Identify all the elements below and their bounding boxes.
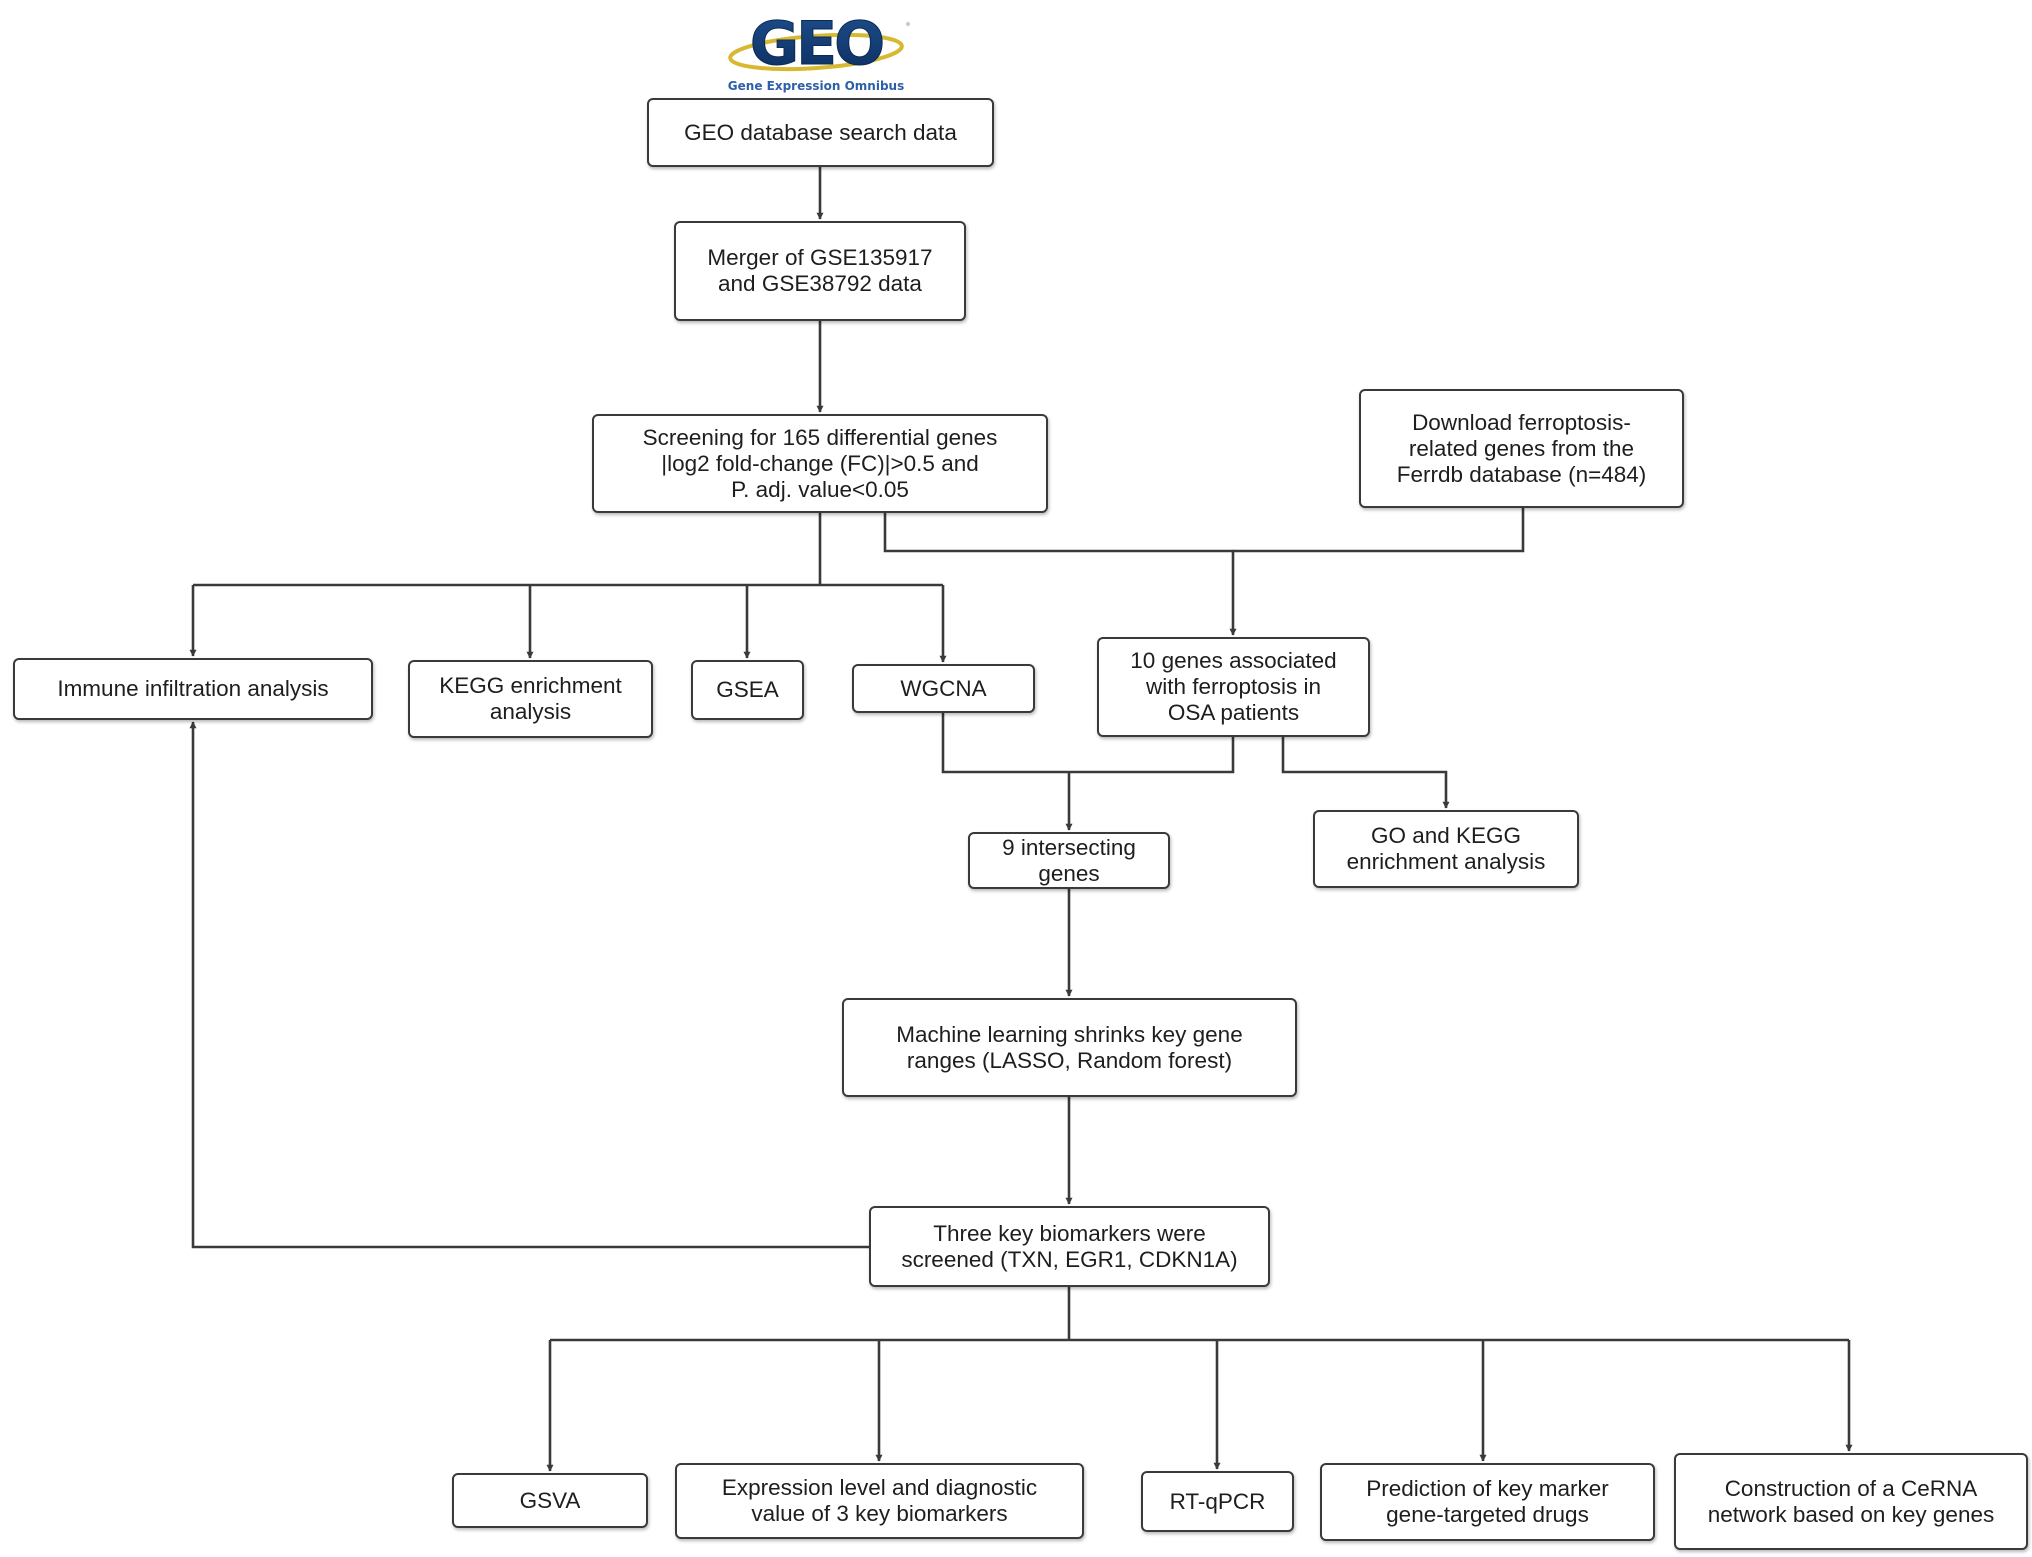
node-text: RT-qPCR [1169, 1488, 1266, 1514]
node-text: GSVA [519, 1487, 581, 1513]
logo-dot [906, 22, 910, 26]
logo-wordmark: GEO [750, 9, 882, 79]
rt-qpcr-node: RT-qPCR [1141, 1471, 1294, 1532]
node-text: OSA patients [1167, 700, 1300, 725]
node-text: gene-targeted drugs [1386, 1502, 1589, 1527]
node-text: Machine learning shrinks key gene [896, 1021, 1243, 1047]
gsea-node: GSEA [691, 660, 804, 720]
edge-screening-bus [193, 513, 943, 587]
edge-ferrdb-to-ten-genes [1233, 508, 1525, 553]
screening-node: Screening for 165 differential genes |lo… [592, 414, 1048, 513]
node-text: GEO database search data [684, 119, 957, 145]
key-biomarkers-node: Three key biomarkers were screened (TXN,… [869, 1206, 1270, 1287]
ten-genes-node: 10 genes associated with ferroptosis in … [1097, 637, 1370, 737]
geo-search-node: GEO database search data [647, 98, 994, 167]
node-text: analysis [489, 699, 572, 724]
nine-intersecting-genes-node: 9 intersecting genes [968, 832, 1170, 889]
kegg-enrichment-node: KEGG enrichment analysis [408, 660, 653, 738]
go-kegg-enrichment-node: GO and KEGG enrichment analysis [1313, 810, 1579, 888]
immune-infiltration-node: Immune infiltration analysis [13, 658, 373, 720]
edge-biomarkers-bottom-bus [550, 1287, 1849, 1342]
node-text: related genes from the [1408, 435, 1635, 461]
logo-swoosh [728, 32, 904, 72]
node-text: |log2 fold-change (FC)|>0.5 and [661, 450, 979, 476]
merger-node: Merger of GSE135917 and GSE38792 data [674, 221, 966, 321]
node-text: KEGG enrichment [439, 673, 622, 698]
edge-wgcna-merge [941, 713, 1235, 774]
logo-tagline: Gene Expression Omnibus [728, 79, 904, 93]
node-text: Prediction of key marker [1366, 1476, 1609, 1501]
node-text: Construction of a CeRNA [1724, 1475, 1978, 1501]
node-text: with ferroptosis in [1145, 674, 1322, 699]
expression-level-node: Expression level and diagnostic value of… [675, 1463, 1084, 1539]
node-text: WGCNA [900, 675, 987, 701]
gsva-node: GSVA [452, 1473, 648, 1528]
node-text: Merger of GSE135917 [707, 245, 933, 270]
node-text: Three key biomarkers were [933, 1220, 1206, 1246]
node-text: Ferrdb database (n=484) [1396, 461, 1647, 487]
node-text: GSEA [716, 677, 779, 702]
edge-biomarkers-to-immune [189, 721, 869, 1249]
node-text: ranges (LASSO, Random forest) [906, 1047, 1233, 1073]
node-text: enrichment analysis [1346, 849, 1546, 874]
machine-learning-node: Machine learning shrinks key gene ranges… [842, 998, 1297, 1097]
cerna-network-node: Construction of a CeRNA network based on… [1674, 1453, 2028, 1550]
node-text: value of 3 key biomarkers [751, 1501, 1008, 1526]
wgcna-node: WGCNA [852, 664, 1035, 713]
geo-logo: GEO Gene Expression Omnibus [728, 9, 910, 93]
node-text: GO and KEGG [1370, 823, 1522, 848]
drug-prediction-node: Prediction of key marker gene-targeted d… [1320, 1463, 1655, 1541]
node-text: Screening for 165 differential genes [642, 424, 998, 450]
node-text: and GSE38792 data [718, 271, 922, 296]
node-text: screened (TXN, EGR1, CDKN1A) [901, 1246, 1238, 1272]
node-text: Immune infiltration analysis [57, 676, 329, 701]
ferrdb-node: Download ferroptosis- related genes from… [1359, 389, 1684, 508]
node-text: 9 intersecting [1002, 834, 1136, 860]
node-text: network based on key genes [1707, 1501, 1995, 1527]
edge-screening-to-ten-genes [883, 513, 1237, 636]
edge-ten-genes-to-go-kegg [1281, 737, 1450, 809]
node-text: Expression level and diagnostic [721, 1475, 1038, 1500]
node-text: Download ferroptosis- [1412, 409, 1631, 435]
node-text: genes [1038, 860, 1100, 886]
node-text: 10 genes associated [1130, 648, 1337, 673]
node-text: P. adj. value<0.05 [731, 476, 909, 502]
